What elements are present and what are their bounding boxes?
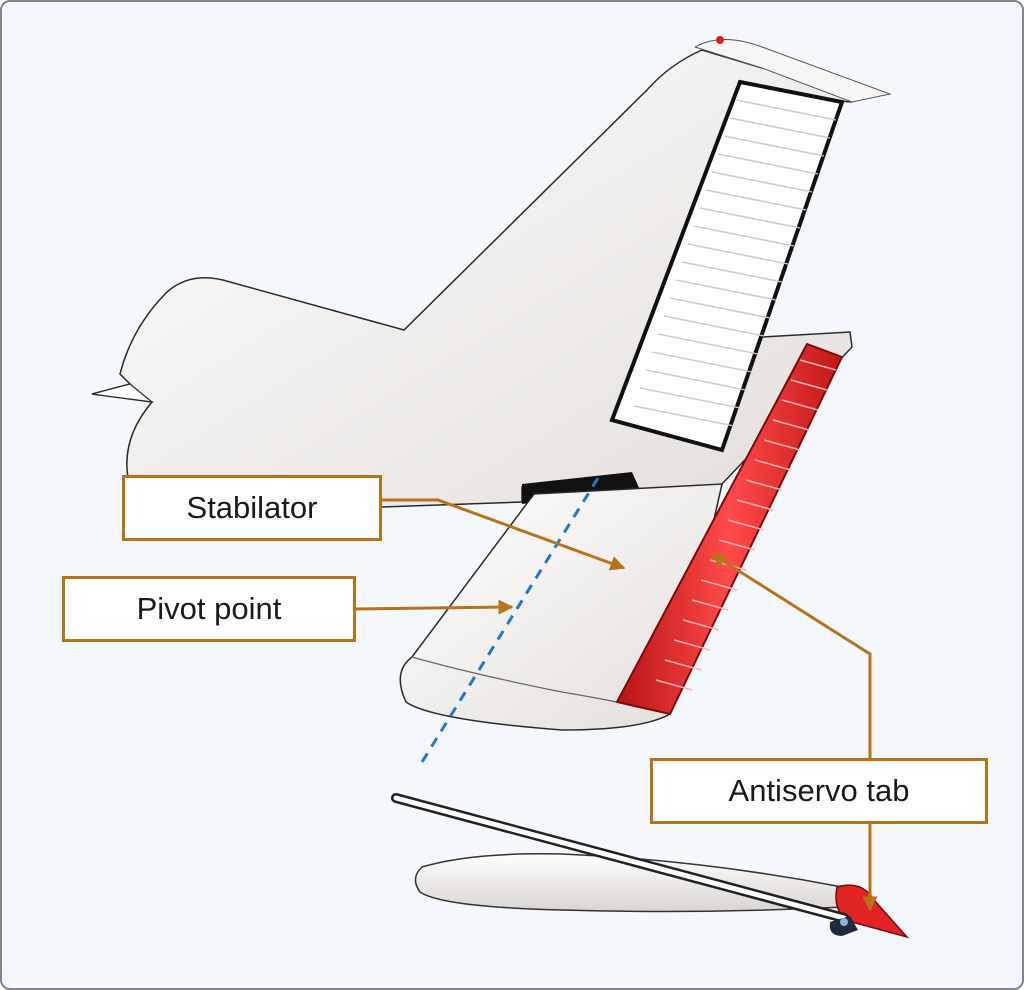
- antiservo-tab-label: Antiservo tab: [728, 773, 910, 808]
- antiservo-tab-ribs: [655, 359, 837, 691]
- rudder: [609, 79, 845, 453]
- hinge-pin: [840, 918, 848, 926]
- pivot-point-leader: [355, 599, 514, 615]
- pivot-axis-line: [420, 477, 600, 763]
- antiservo-tab-surface: [615, 342, 844, 716]
- linkage-rod-highlight: [393, 795, 847, 921]
- stabilator-leader: [382, 498, 626, 571]
- stabilator-callout: Stabilator: [122, 475, 382, 541]
- pivot-point-label: Pivot point: [136, 591, 282, 626]
- pivot-point-callout: Pivot point: [62, 576, 356, 642]
- rudder-ribs: [633, 99, 837, 427]
- hinge-bracket: [829, 916, 858, 936]
- beacon-light-icon: [716, 36, 724, 44]
- tail-notch: [91, 383, 155, 403]
- airfoil-section: [414, 853, 845, 913]
- antiservo-tab-callout: Antiservo tab: [650, 758, 988, 824]
- antiservo-tab-leader-upper: [710, 552, 872, 758]
- fin-tip-cap: [693, 39, 892, 103]
- stabilator-label: Stabilator: [186, 490, 318, 525]
